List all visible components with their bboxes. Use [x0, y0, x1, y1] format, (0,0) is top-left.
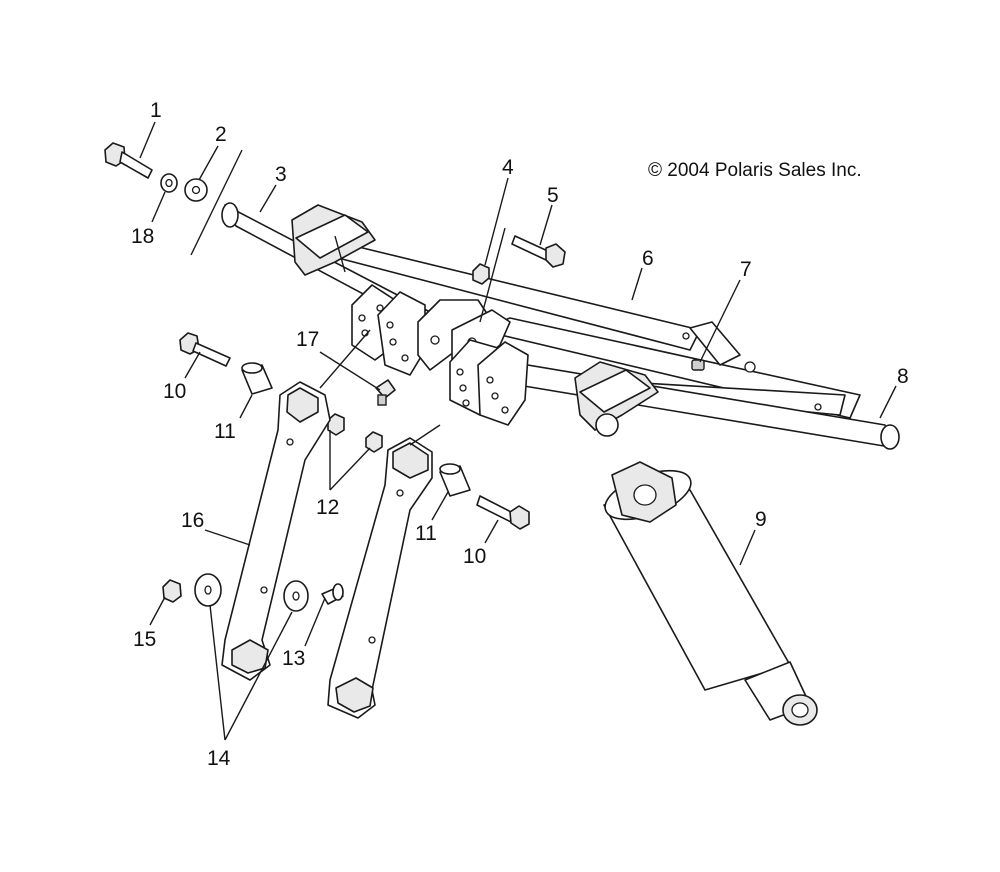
copyright-notice: © 2004 Polaris Sales Inc.: [648, 160, 862, 181]
nut-12-right: [365, 431, 383, 453]
callout-10-left: 10: [163, 380, 186, 403]
shock-absorber-9: [603, 461, 818, 726]
callout-11-right: 11: [415, 522, 437, 545]
grease-fitting-7: [691, 359, 705, 371]
nut-15: [162, 579, 182, 603]
callout-16: 16: [181, 509, 204, 532]
link-arm-16-left: [221, 381, 331, 681]
callout-5: 5: [547, 184, 559, 207]
bolt-5: [511, 235, 566, 268]
callout-1: 1: [150, 99, 162, 122]
callout-15: 15: [133, 628, 156, 651]
callout-11-left: 11: [214, 420, 236, 443]
washer-18: [160, 173, 178, 193]
callout-13: 13: [282, 647, 305, 670]
leader-lines: [139, 121, 897, 741]
callout-labels: 1 2 3 4 5 6 7 8 9 10 10 11 11 12 13 14 1…: [131, 99, 909, 770]
link-arm-right: [327, 437, 433, 719]
washer-14-right: [283, 580, 309, 612]
stop-bracket-left: [291, 204, 376, 276]
callout-7: 7: [740, 258, 752, 281]
callout-3: 3: [275, 163, 287, 186]
bushing-11-right: [439, 463, 471, 497]
callout-8: 8: [897, 365, 909, 388]
bolt-1: [104, 142, 153, 179]
bolt-10-right: [476, 495, 530, 530]
bolt-10-left: [179, 332, 231, 367]
callout-6: 6: [642, 247, 654, 270]
pin-13: [321, 583, 344, 605]
grease-fitting-17: [375, 379, 396, 406]
callout-4: 4: [502, 156, 514, 179]
callout-2: 2: [215, 123, 227, 146]
callout-18: 18: [131, 225, 154, 248]
washer-2: [184, 178, 208, 202]
bushing-11-left: [241, 362, 273, 395]
callout-17: 17: [296, 328, 319, 351]
nut-12-left: [327, 413, 345, 436]
mounting-plate-6: [477, 341, 529, 426]
washer-14-left: [194, 573, 222, 607]
callout-14: 14: [207, 747, 231, 770]
callout-9: 9: [755, 508, 767, 531]
nut-4: [472, 263, 490, 285]
callout-12: 12: [316, 496, 339, 519]
callout-10-right: 10: [463, 545, 486, 568]
stop-bracket-right: [574, 361, 659, 437]
